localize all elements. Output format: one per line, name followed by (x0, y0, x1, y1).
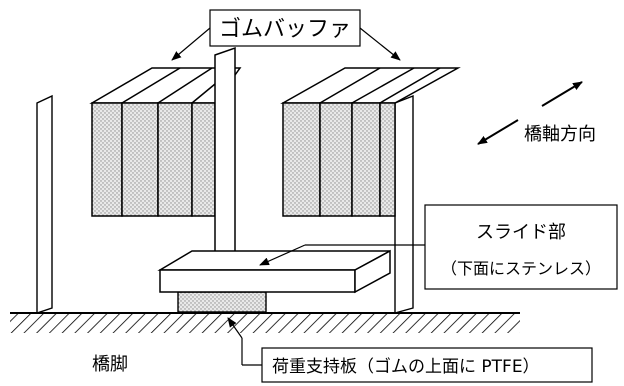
load-support-pad (177, 291, 267, 313)
bridge-axis-direction-label: 橋軸方向 (524, 124, 596, 145)
slide-part (157, 249, 391, 294)
ground-hatch (10, 312, 520, 333)
left-rubber-buffer (89, 67, 242, 217)
right-rubber-buffer (280, 67, 461, 217)
load-support-plate-callout: 荷重支持板（ゴムの上面に PTFE） (227, 317, 593, 383)
center-plate (214, 46, 236, 272)
load-support-plate-label: 荷重支持板（ゴムの上面に PTFE） (272, 356, 540, 377)
rubber-buffer-callout: ゴムバッファ (171, 9, 401, 61)
slide-part-callout: スライド部 （下面にステンレス） (259, 204, 618, 290)
rubber-buffer-label: ゴムバッファ (219, 17, 351, 42)
slide-part-note: （下面にステンレス） (441, 259, 601, 278)
right-wall (394, 94, 414, 314)
left-wall (36, 94, 53, 314)
pier-label: 橋脚 (92, 354, 128, 375)
bridge-axis-arrow: 橋軸方向 (477, 81, 596, 145)
slide-part-label: スライド部 (476, 222, 566, 243)
